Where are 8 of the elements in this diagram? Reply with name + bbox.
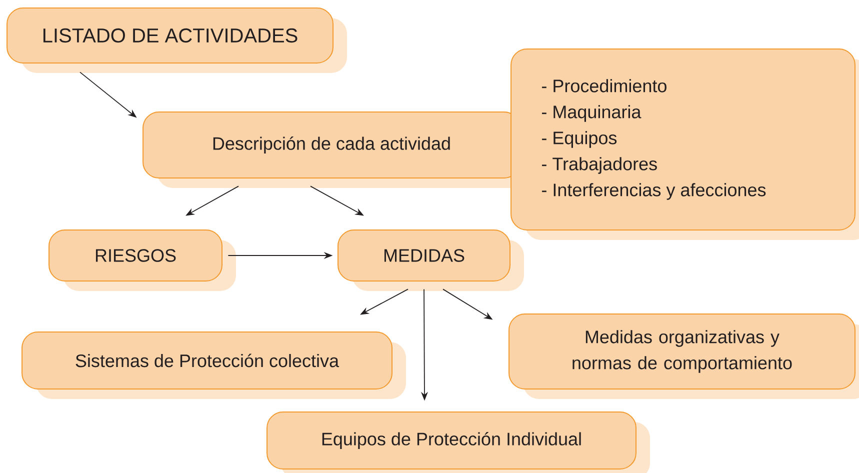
- rounded-box: Descripción de cada actividad: [142, 112, 534, 188]
- rounded-box: Equipos de Protección Individual: [266, 412, 650, 473]
- rounded-box: LISTADO DE ACTIVIDADES: [6, 8, 347, 73]
- rounded-box: Sistemas de Protección colectiva: [22, 332, 406, 399]
- rounded-box: RIESGOS: [48, 230, 236, 291]
- rounded-box: Medidas organizativas y normas de comportamiento: [508, 314, 859, 399]
- rounded-box: - Procedimiento - Maquinaria - Equipos - Trabajadores - Interferencias y afecciones: [510, 48, 859, 240]
- rounded-box: MEDIDAS: [338, 230, 524, 291]
